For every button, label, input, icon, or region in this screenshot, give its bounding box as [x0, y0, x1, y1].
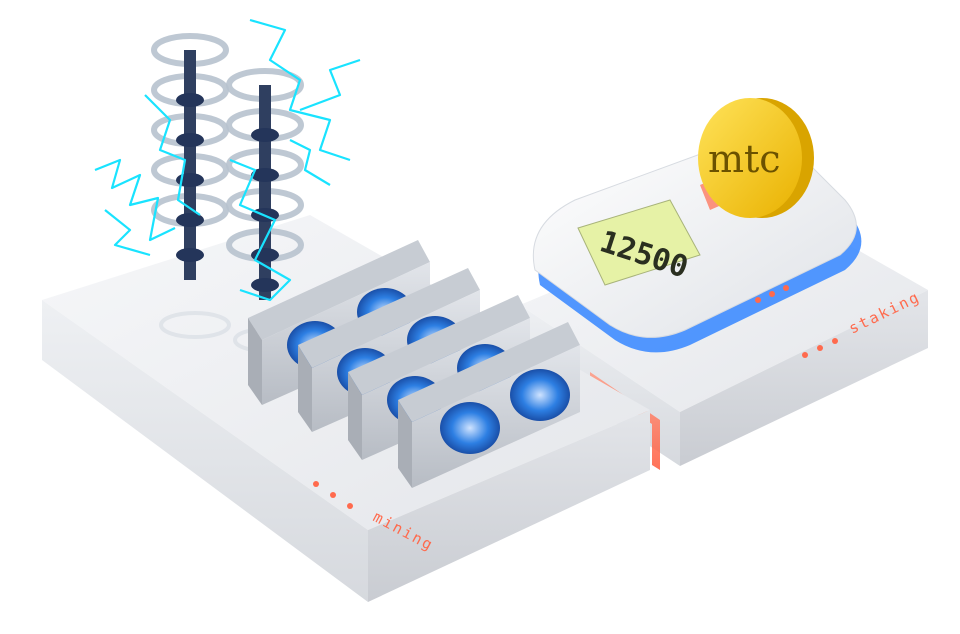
- coin-icon: mtc: [698, 98, 814, 218]
- lightning-icon: [94, 18, 361, 302]
- lcd-screen: [577, 199, 701, 286]
- fan-icon: [510, 369, 570, 421]
- mining-indicator-dots: [313, 481, 353, 509]
- gpu-card: [398, 322, 580, 488]
- tesla-coil-icon: [151, 33, 304, 353]
- staking-indicator-dots: [802, 338, 838, 358]
- coin-text: mtc: [708, 137, 781, 181]
- fan-icon: [440, 402, 500, 454]
- gpu-card-icon: [248, 240, 580, 488]
